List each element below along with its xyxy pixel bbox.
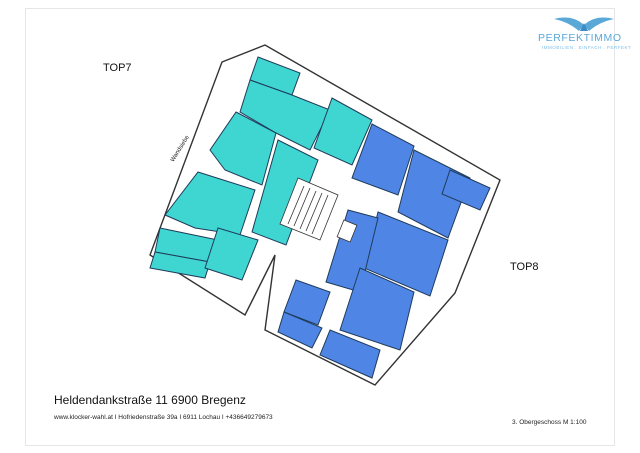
unit-label-top8: TOP8 <box>510 261 539 273</box>
logo-tagline: IMMOBILIEN . EINFACH . PERFEKT <box>542 45 632 50</box>
top8-room-wc <box>441 169 491 211</box>
stairwell <box>279 177 339 241</box>
top7-room-bed1 <box>209 111 277 186</box>
top8-room-kitchen <box>339 267 415 351</box>
logo-name: PERFEKTIMMO <box>538 32 622 44</box>
top7-room-storage <box>149 251 211 279</box>
unit-label-top7: TOP7 <box>103 62 132 74</box>
top8-room-entry <box>351 123 415 196</box>
contact-line: www.klocker-wahl.at I Hofriedenstraße 39… <box>54 414 273 421</box>
top7-rooms <box>149 56 373 281</box>
top8-rooms <box>277 123 491 379</box>
top8-room-bath <box>283 279 331 326</box>
top7-room-balcony <box>313 97 373 166</box>
floor-scale: 3. Obergeschoss M 1:100 <box>512 419 587 426</box>
top7-room-kitchen <box>239 79 331 151</box>
eagle-wings-icon <box>554 17 614 31</box>
top7-room-small <box>204 227 259 281</box>
elevator <box>336 219 358 243</box>
address: Heldendankstraße 11 6900 Bregenz <box>54 393 246 407</box>
top8-room-balcony <box>319 329 381 379</box>
drawing-frame <box>25 8 615 446</box>
top7-room-hall <box>251 139 319 246</box>
top8-room-storage <box>277 311 323 349</box>
